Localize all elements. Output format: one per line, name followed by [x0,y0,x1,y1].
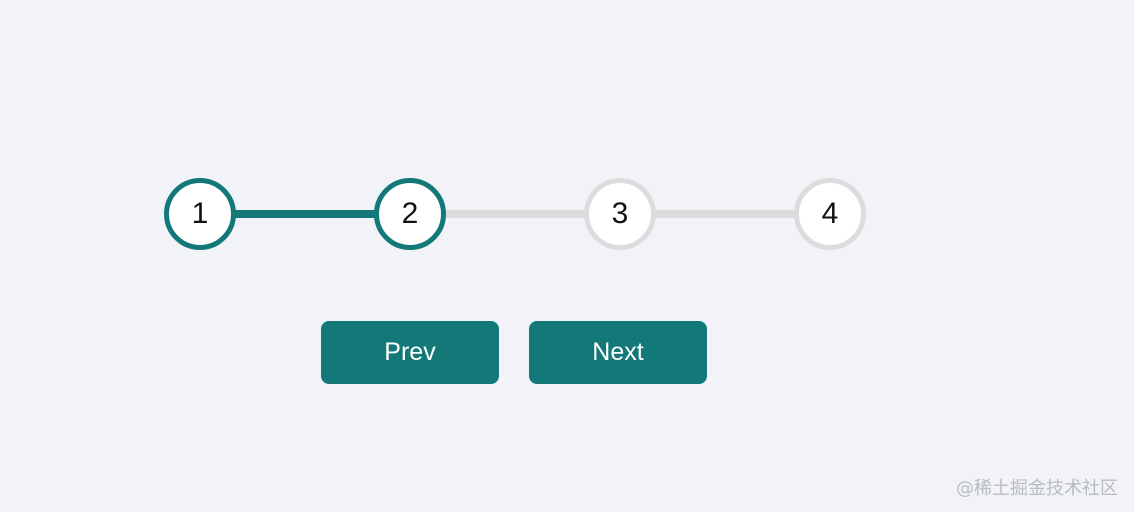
step-circle-1: 1 [164,178,236,250]
progress-line-3-4 [620,210,830,218]
watermark-text: @稀土掘金技术社区 [956,478,1118,499]
progress-line-2-3 [410,210,620,218]
step-circle-3: 3 [584,178,656,250]
prev-button[interactable]: Prev [321,321,499,384]
step-circle-4: 4 [794,178,866,250]
progress-stepper: 1 2 3 4 [164,178,866,250]
next-button[interactable]: Next [529,321,707,384]
step-circle-2: 2 [374,178,446,250]
progress-line-1-2 [200,210,410,218]
